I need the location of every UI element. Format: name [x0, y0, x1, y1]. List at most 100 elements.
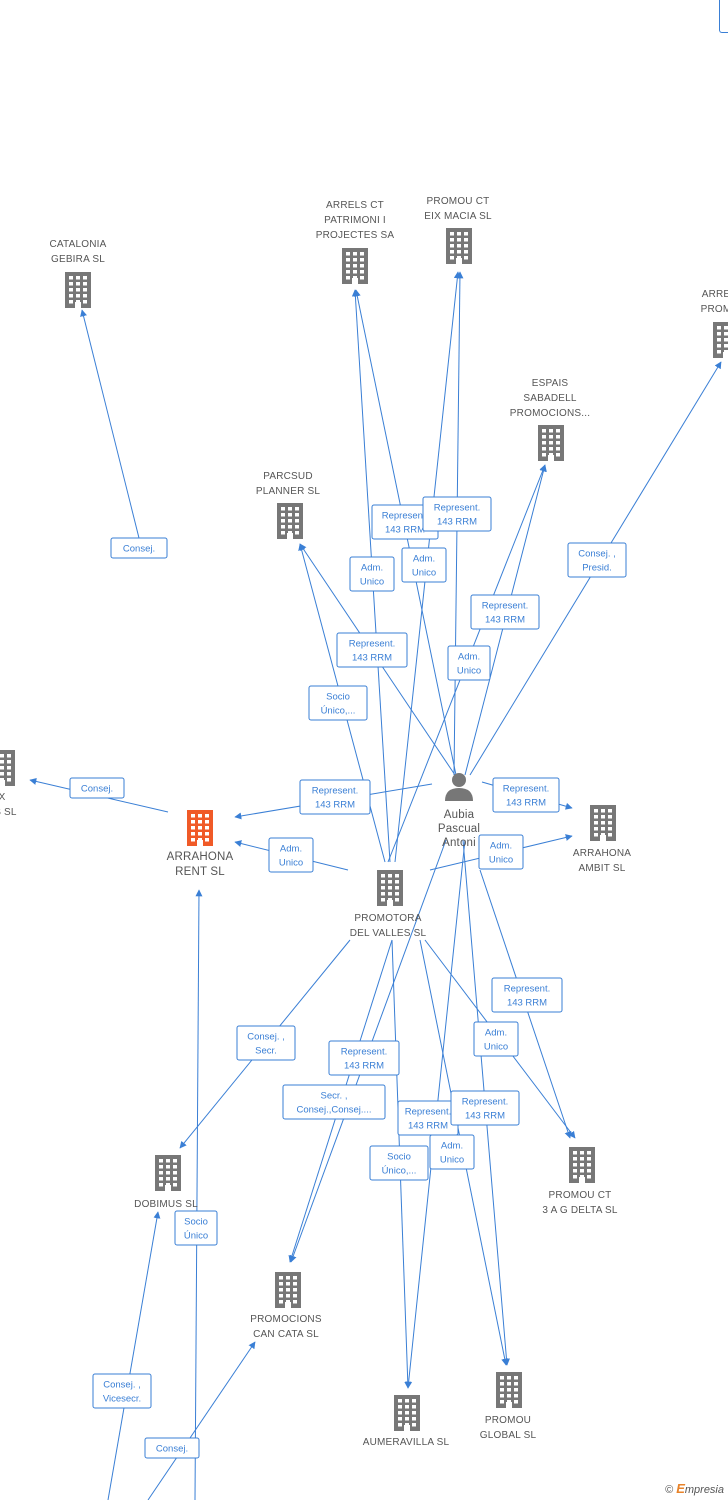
relation-label-text: Vicesecr. [103, 1394, 141, 1405]
relation-label-text: Represent. [503, 784, 549, 795]
building-icon [569, 1147, 595, 1183]
relation-label-text: Represent. [482, 601, 528, 612]
node-label: ARRE [702, 289, 728, 300]
node-aumeravilla[interactable]: AUMERAVILLA SL [363, 1395, 450, 1448]
relation-label-text: Represent. [312, 786, 358, 797]
relation-label-text: Represent. [462, 1097, 508, 1108]
relation-label[interactable]: Represent.143 RRM [422, 496, 492, 532]
relation-label[interactable]: Consej. ,Presid. [567, 542, 627, 578]
relation-edge [147, 1341, 256, 1500]
relation-label[interactable]: Represent. 143 RRM [492, 777, 560, 813]
node-label: PROMOCIONS [250, 1314, 322, 1325]
node-label: Antoni [442, 837, 476, 849]
relation-label-text: Socio [326, 692, 350, 703]
relation-label[interactable]: Adm. Unico [478, 834, 524, 870]
node-label: ESPAIS [532, 378, 569, 389]
relation-label-text: Represent. [341, 1047, 387, 1058]
relation-label-text: Adm. [485, 1028, 507, 1039]
node-label: CAN CATA SL [253, 1329, 319, 1340]
relation-label[interactable]: Consej. ,Secr. [236, 1025, 296, 1061]
relation-label-text: Consej. , [103, 1380, 141, 1391]
node-promou-3ag[interactable]: PROMOU CT3 A G DELTA SL [542, 1147, 618, 1216]
node-label: PROJECTES SA [316, 230, 395, 241]
relation-label[interactable]: Represent.143 RRM [491, 977, 563, 1013]
node-label: PROM [701, 304, 728, 315]
relation-label[interactable]: Adm.Unico [429, 1134, 475, 1170]
relation-label-text: Socio [184, 1217, 208, 1228]
node-espais[interactable]: ESPAISSABADELLPROMOCIONS... [510, 378, 590, 461]
building-icon [342, 248, 368, 284]
node-label: ARRAHONA [573, 848, 631, 859]
relation-label-text: Adm. [490, 841, 512, 852]
relation-label[interactable]: Adm.Unico [349, 556, 395, 592]
relation-label[interactable]: Represent.143 RRM [397, 1100, 459, 1136]
relation-label-text: Adm. [361, 563, 383, 574]
node-label: ES SL [0, 807, 17, 818]
relation-label-text: 143 RRM [506, 798, 546, 809]
node-label: 3 A G DELTA SL [542, 1205, 617, 1216]
relation-label[interactable]: Represent. 143 RRM [450, 1090, 520, 1126]
node-label: PROMOTORA [354, 913, 421, 924]
relation-label[interactable]: Consej. [144, 1437, 200, 1459]
relation-label-text: Adm. [413, 554, 435, 565]
relation-label[interactable]: Consej. , Vicesecr. [92, 1373, 152, 1409]
building-icon [377, 870, 403, 906]
relation-label[interactable]: Represent. 143 RRM [470, 594, 540, 630]
relation-label-text: 143 RRM [352, 653, 392, 664]
node-promotora[interactable]: PROMOTORA DEL VALLES SL [350, 870, 427, 939]
relation-label-text: 143 RRM [408, 1121, 448, 1132]
partial-frame [719, 0, 728, 33]
node-arrels-prom[interactable]: ARRE PROM [701, 289, 728, 358]
node-label: ARRELS CT [326, 200, 384, 211]
node-label: PROMOU [485, 1415, 531, 1426]
relation-label-text: Unico [412, 568, 436, 579]
relation-label-text: Secr. , [321, 1091, 348, 1102]
relation-edge [194, 889, 203, 1500]
relation-label[interactable]: Secr. , Consej.,Consej.... [282, 1084, 386, 1120]
relation-label-text: 143 RRM [465, 1111, 505, 1122]
relation-label-text: Consej.,Consej.... [297, 1105, 372, 1116]
relation-label[interactable]: Represent.143 RRM [336, 632, 408, 668]
relation-label-text: Presid. [582, 563, 612, 574]
relation-label[interactable]: Represent.143 RRM [299, 779, 371, 815]
relation-label[interactable]: SocioÚnico,... [369, 1145, 429, 1181]
relation-label[interactable]: Adm.Unico [473, 1021, 519, 1057]
building-icon [394, 1395, 420, 1431]
relation-label-text: Unico [279, 858, 303, 869]
relation-label[interactable]: Consej. [69, 777, 125, 799]
relation-label[interactable]: Represent.143 RRM [328, 1040, 400, 1076]
node-label: X [0, 792, 6, 803]
edges-layer [29, 271, 722, 1500]
relation-label-text: Represent. [382, 511, 428, 522]
node-label: AUMERAVILLA SL [363, 1437, 450, 1448]
relation-label-text: Único [184, 1231, 208, 1242]
node-label: GEBIRA SL [51, 254, 105, 265]
relation-label[interactable]: Consej. [110, 537, 168, 559]
relation-label-text: 143 RRM [485, 615, 525, 626]
relations-layer: Consej. Consej. Represent. 143 RRM Adm. Unico… [69, 496, 627, 1459]
node-label: DEL VALLES SL [350, 928, 427, 939]
building-icon [496, 1372, 522, 1408]
node-can-cata[interactable]: PROMOCIONS CAN CATA SL [250, 1272, 322, 1340]
node-left-cut[interactable]: X ES SL [0, 750, 17, 818]
node-dobimus[interactable]: DOBIMUS SL [134, 1155, 198, 1210]
relation-label[interactable]: SocioÚnico,... [308, 685, 368, 721]
building-icon [155, 1155, 181, 1191]
relation-label[interactable]: Adm.Unico [268, 837, 314, 873]
relation-label-text: Unico [489, 855, 513, 866]
building-icon [590, 805, 616, 841]
relation-label[interactable]: Adm.Unico [447, 645, 491, 681]
relation-label-text: Consej. [123, 544, 155, 555]
relation-label[interactable]: Adm. Unico [401, 547, 447, 583]
relation-label[interactable]: Represent.143 RRM [371, 504, 439, 540]
